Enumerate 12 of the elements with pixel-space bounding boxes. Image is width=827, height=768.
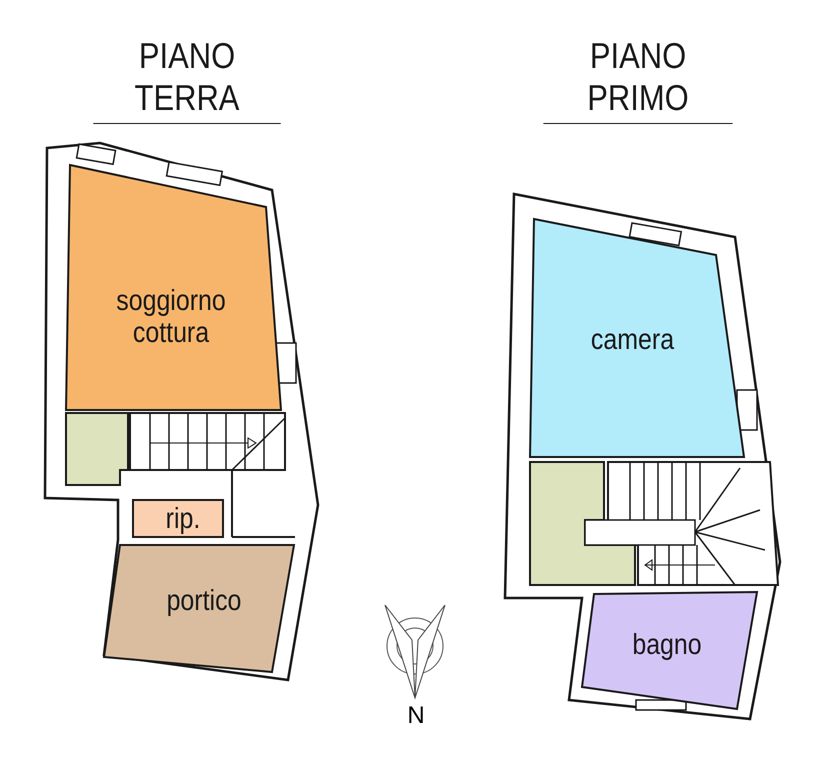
room-name: portico: [166, 585, 242, 617]
room-name: bagno: [631, 629, 703, 661]
room-name: camera: [590, 324, 676, 356]
room-floor: [530, 219, 744, 457]
floor-heading: PIANO TERRA: [93, 35, 281, 124]
compass-letter: N: [406, 702, 426, 730]
room-floor: [104, 545, 294, 672]
room-name: rip.: [164, 503, 202, 535]
room-floor: [133, 500, 223, 537]
floor-heading: PIANO PRIMO: [543, 35, 733, 124]
room-floor: [582, 592, 757, 709]
room-name: soggiorno cottura: [115, 285, 227, 349]
